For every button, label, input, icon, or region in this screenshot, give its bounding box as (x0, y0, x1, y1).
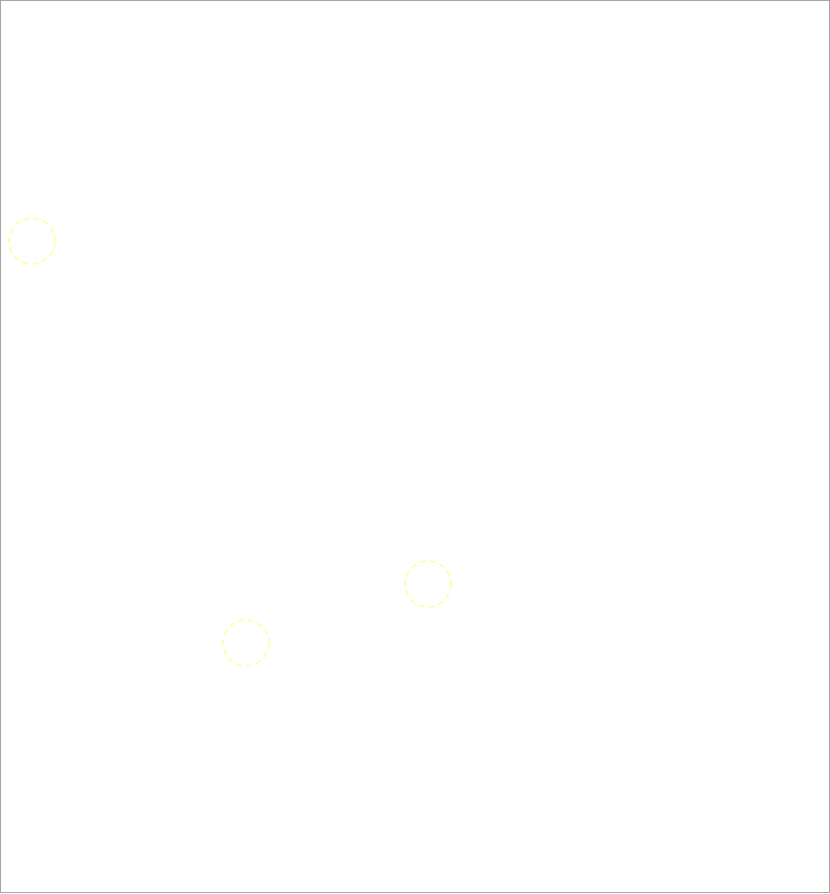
marker-center[interactable] (404, 560, 452, 608)
marker-left[interactable] (8, 217, 56, 265)
marker-lower-left[interactable] (222, 619, 270, 667)
